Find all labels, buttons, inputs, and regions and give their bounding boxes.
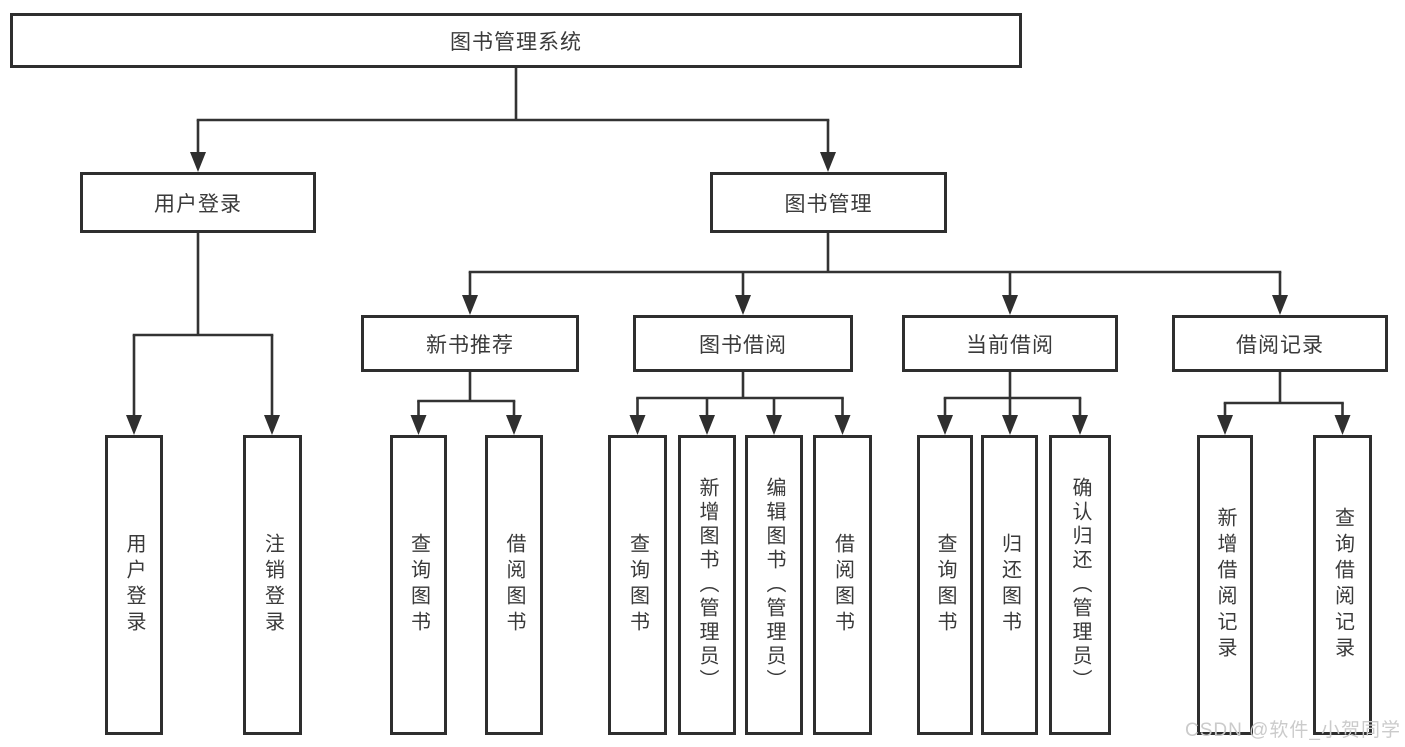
node-leaf-query-book-2-label: 查询图书: [626, 533, 649, 637]
node-leaf-return-book: 归还图书: [981, 435, 1038, 735]
node-leaf-edit-book: 编辑图书（管理员）: [745, 435, 803, 735]
node-leaf-borrow-book-2-label: 借阅图书: [831, 533, 854, 637]
node-leaf-query-book-2: 查询图书: [608, 435, 667, 735]
node-current-borrow: 当前借阅: [902, 315, 1118, 372]
node-new-book-recommend-label: 新书推荐: [426, 333, 514, 357]
connector-borrow-records-to-leaves: [1217, 372, 1351, 435]
node-leaf-return-book-label: 归还图书: [998, 533, 1021, 637]
node-book-borrow-label: 图书借阅: [699, 333, 787, 357]
node-leaf-user-login: 用户登录: [105, 435, 163, 735]
node-book-borrow: 图书借阅: [633, 315, 853, 372]
node-current-borrow-label: 当前借阅: [966, 333, 1054, 357]
node-leaf-query-record-label: 查询借阅记录: [1331, 507, 1354, 663]
node-leaf-add-record-label: 新增借阅记录: [1214, 507, 1236, 663]
node-leaf-borrow-book-1: 借阅图书: [485, 435, 543, 735]
node-leaf-user-login-label: 用户登录: [123, 533, 145, 637]
csdn-watermark: CSDN @软件_小贺同学: [1185, 720, 1401, 741]
connector-user-login-to-leaves: [126, 233, 280, 435]
node-leaf-add-book: 新增图书（管理员）: [678, 435, 736, 735]
connector-current-borrow-to-leaves: [937, 372, 1088, 435]
node-leaf-confirm-return: 确认归还（管理员）: [1049, 435, 1111, 735]
node-leaf-query-book-3-label: 查询图书: [934, 533, 956, 637]
node-leaf-add-record: 新增借阅记录: [1197, 435, 1253, 735]
node-leaf-logout: 注销登录: [243, 435, 302, 735]
node-leaf-edit-book-label: 编辑图书（管理员）: [763, 477, 785, 693]
node-user-login-label: 用户登录: [154, 192, 242, 216]
node-leaf-add-book-label: 新增图书（管理员）: [696, 477, 718, 693]
node-leaf-confirm-return-label: 确认归还（管理员）: [1069, 477, 1091, 693]
node-leaf-query-book-1-label: 查询图书: [407, 533, 430, 637]
node-leaf-borrow-book-1-label: 借阅图书: [503, 533, 525, 637]
node-leaf-logout-label: 注销登录: [261, 533, 284, 637]
node-new-book-recommend: 新书推荐: [361, 315, 579, 372]
connector-new-book-recommend-to-leaves: [410, 372, 522, 435]
node-leaf-query-book-3: 查询图书: [917, 435, 973, 735]
connector-book-borrow-to-leaves: [629, 372, 851, 435]
node-leaf-query-book-1: 查询图书: [390, 435, 447, 735]
connector-book-management-to-level3: [462, 233, 1288, 315]
node-book-management: 图书管理: [710, 172, 947, 233]
node-root-label: 图书管理系统: [450, 30, 582, 54]
node-leaf-query-record: 查询借阅记录: [1313, 435, 1372, 735]
node-user-login: 用户登录: [80, 172, 316, 233]
node-book-management-label: 图书管理: [784, 192, 873, 216]
connector-root-to-level2: [190, 68, 836, 172]
node-root: 图书管理系统: [10, 13, 1022, 68]
node-borrow-records: 借阅记录: [1172, 315, 1388, 372]
node-leaf-borrow-book-2: 借阅图书: [813, 435, 872, 735]
node-borrow-records-label: 借阅记录: [1236, 333, 1324, 357]
